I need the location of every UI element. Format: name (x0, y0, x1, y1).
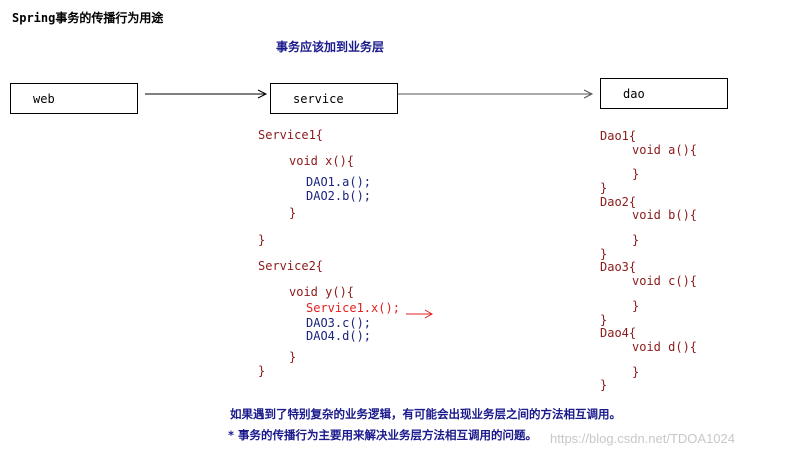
service-to-dao-arrowhead (583, 89, 594, 99)
dao1-close: } (600, 181, 608, 195)
service-box: service (270, 83, 398, 114)
service2-header: Service2{ (258, 259, 324, 273)
dao-box-label: dao (623, 86, 645, 101)
diagram-title: Spring事务的传播行为用途 (12, 11, 164, 25)
dao1-method-close: } (632, 167, 640, 181)
service1-call-dao1: DAO1.a(); (306, 175, 372, 189)
dao4-close: } (600, 378, 608, 392)
dao3-method: void c(){ (632, 274, 698, 288)
diagram-subtitle: 事务应该加到业务层 (276, 40, 385, 54)
service-call-arrowhead (424, 309, 434, 319)
dao2-method-close: } (632, 233, 640, 247)
service2-close: } (258, 364, 266, 378)
dao2-header: Dao2{ (600, 195, 637, 209)
service2-call-dao3: DAO3.c(); (306, 316, 372, 330)
dao1-method: void a(){ (632, 143, 698, 157)
service2-call-dao4: DAO4.d(); (306, 329, 372, 343)
service-box-label: service (293, 91, 344, 106)
dao3-close: } (600, 313, 608, 327)
service1-method-close: } (289, 206, 297, 220)
service2-call-service1: Service1.x(); (306, 301, 400, 315)
dao-box: dao (600, 78, 728, 109)
dao4-method: void d(){ (632, 340, 698, 354)
dao4-method-close: } (632, 365, 640, 379)
watermark: https://blog.csdn.net/TDOA1024 (550, 431, 735, 446)
dao3-method-close: } (632, 299, 640, 313)
service1-header: Service1{ (258, 128, 324, 142)
dao1-header: Dao1{ (600, 129, 637, 143)
dao2-close: } (600, 247, 608, 261)
service2-method-close: } (289, 350, 297, 364)
service1-close: } (258, 233, 266, 247)
service1-method: void x(){ (289, 154, 355, 168)
note-line-2: * 事务的传播行为主要用来解决业务层方法相互调用的问题。 (228, 428, 538, 442)
dao2-method: void b(){ (632, 208, 698, 222)
dao4-header: Dao4{ (600, 326, 637, 340)
note-line-1: 如果遇到了特别复杂的业务逻辑，有可能会出现业务层之间的方法相互调用。 (230, 407, 621, 421)
dao3-header: Dao3{ (600, 260, 637, 274)
web-box: web (10, 83, 138, 114)
web-to-service-arrowhead (257, 89, 268, 99)
service2-method: void y(){ (289, 285, 355, 299)
service1-call-dao2: DAO2.b(); (306, 189, 372, 203)
web-box-label: web (33, 91, 55, 106)
